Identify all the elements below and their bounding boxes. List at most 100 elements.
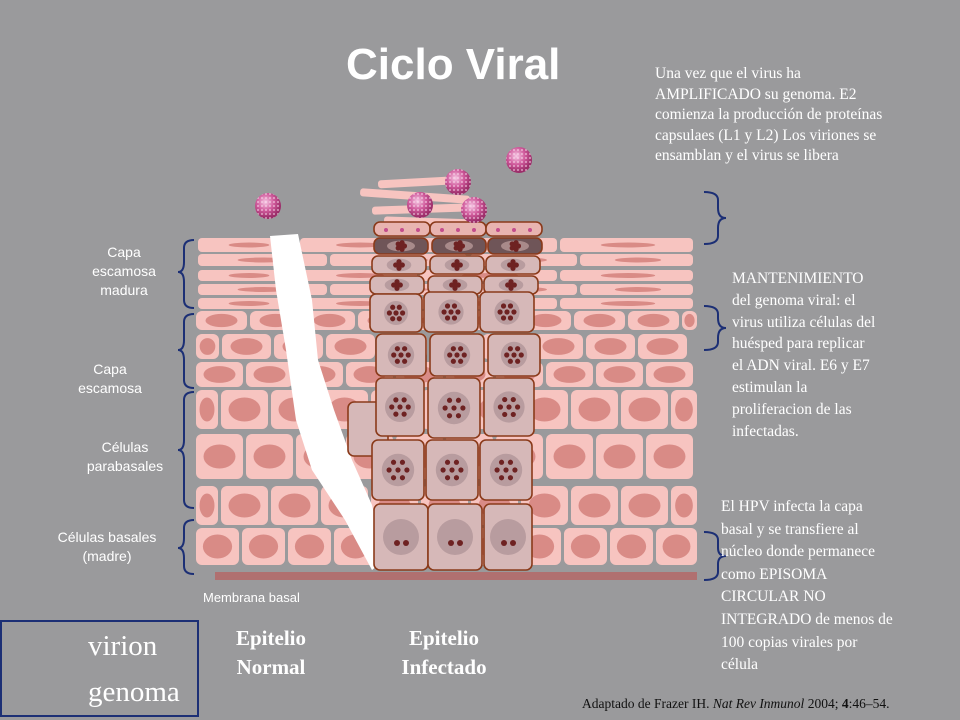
genome-dot xyxy=(454,262,460,268)
note-release-line: ensamblan y el virus se libera xyxy=(655,147,839,164)
note-infection: El HPV infecta la capa basal y se transf… xyxy=(721,496,893,677)
genome-dot xyxy=(386,310,392,316)
cell-nucleus xyxy=(653,444,686,469)
virions xyxy=(255,147,532,223)
label-line: escamosa xyxy=(92,263,156,279)
label-line: madura xyxy=(100,282,148,298)
genome-dot xyxy=(508,282,514,288)
virion-dot xyxy=(384,228,388,232)
bracket-mature xyxy=(177,239,195,309)
note-infection-line: CIRCULAR NO xyxy=(721,588,826,606)
genome-dot xyxy=(450,358,456,364)
genome-dot xyxy=(448,540,454,546)
genome-dot xyxy=(404,467,410,473)
label-infected-epithelium: Epitelio Infectado xyxy=(380,624,508,682)
virion-texture xyxy=(506,147,532,173)
cell-nucleus xyxy=(594,338,627,355)
cell-nucleus xyxy=(230,338,263,355)
flat-nucleus xyxy=(600,301,656,306)
genome-dot xyxy=(391,352,397,358)
label-line: Células xyxy=(101,439,149,455)
genome-dot xyxy=(394,282,400,288)
genome-dot xyxy=(500,315,507,321)
genome-dot xyxy=(458,467,464,473)
cell-nucleus xyxy=(253,444,286,469)
virion-dot xyxy=(512,228,516,232)
genome-dot xyxy=(396,304,402,310)
genome-dot xyxy=(454,352,460,358)
citation-year: 2004; xyxy=(804,696,842,711)
label-line: parabasales xyxy=(86,458,164,474)
note-release-line: capsulaes (L1 y L2) Los viriones se xyxy=(655,126,877,144)
genome-dot xyxy=(458,346,464,352)
genome-dot xyxy=(393,310,399,316)
note-release: Una vez que el virus ha AMPLIFICADO su g… xyxy=(655,64,882,167)
genome-dot xyxy=(502,411,508,418)
note-maintenance-line: estimulan la xyxy=(732,378,808,396)
genome-dot xyxy=(451,405,457,411)
genome-dot xyxy=(390,304,396,310)
label-line: escamosa xyxy=(78,380,142,396)
note-maintenance-line: MANTENIMIENTO xyxy=(732,270,864,287)
flat-nucleus xyxy=(600,242,656,248)
cell-nucleus xyxy=(278,493,311,518)
genome-dot xyxy=(390,475,397,481)
legend-genome-label: genoma xyxy=(88,676,180,708)
genome-dot xyxy=(449,467,455,473)
note-maintenance-line: infectadas. xyxy=(732,422,799,440)
virion-dot xyxy=(416,228,420,232)
cell-nucleus xyxy=(578,493,611,518)
label-basement-membrane: Membrana basal xyxy=(203,590,300,605)
genome-dot xyxy=(455,413,462,419)
label-line: Células basales xyxy=(57,529,157,545)
genome-dot xyxy=(506,404,512,410)
virion-dot xyxy=(528,228,532,232)
genome-dot xyxy=(507,303,514,309)
genome-dot xyxy=(398,352,404,358)
bracket-release xyxy=(703,191,727,245)
cell-nucleus xyxy=(529,313,562,328)
cell-nucleus xyxy=(205,313,238,328)
label-parabasal-layer: Células parabasales xyxy=(70,438,180,476)
cell-nucleus xyxy=(628,397,661,422)
cell-nucleus xyxy=(199,493,215,518)
virion-texture xyxy=(255,193,281,219)
cell-nucleus xyxy=(253,366,286,383)
genome-dot xyxy=(444,303,451,309)
cell-nucleus xyxy=(313,313,346,328)
basement-membrane xyxy=(215,572,697,580)
label-line: Normal xyxy=(236,655,306,679)
genome-dot xyxy=(403,540,409,546)
cell-nucleus xyxy=(334,338,367,355)
flat-nucleus xyxy=(336,242,384,248)
infected-nucleus xyxy=(437,519,473,555)
genome-dot xyxy=(507,475,514,481)
cell-nucleus xyxy=(578,397,611,422)
genome-dot xyxy=(393,397,399,403)
cell-nucleus xyxy=(675,493,693,518)
genome-dot xyxy=(512,243,518,249)
genome-dot xyxy=(400,310,406,316)
legend-virion-label: virion xyxy=(88,630,158,662)
genome-dot xyxy=(494,467,500,473)
infected-nucleus xyxy=(383,519,419,555)
cell-nucleus xyxy=(528,493,561,518)
cell-nucleus xyxy=(675,397,693,422)
genome-dot xyxy=(460,405,466,411)
label-line: Infectado xyxy=(401,655,487,679)
note-release-line: Una vez que el virus ha xyxy=(655,65,801,82)
genome-dot xyxy=(389,404,395,410)
label-mature-layer: Capa escamosa madura xyxy=(74,243,174,300)
flat-nucleus xyxy=(614,257,662,263)
note-maintenance-line: virus utiliza células del xyxy=(732,313,876,331)
genome-dot xyxy=(502,396,508,403)
flat-nucleus xyxy=(614,287,662,292)
note-infection-line: 100 copias virales por xyxy=(721,633,858,651)
cell-nucleus xyxy=(653,366,686,383)
genome-dot xyxy=(510,411,516,418)
cell-nucleus xyxy=(199,397,215,422)
genome-dot xyxy=(453,459,460,465)
cell-nucleus xyxy=(294,534,325,559)
genome-dot xyxy=(515,358,521,364)
cell-nucleus xyxy=(553,366,586,383)
